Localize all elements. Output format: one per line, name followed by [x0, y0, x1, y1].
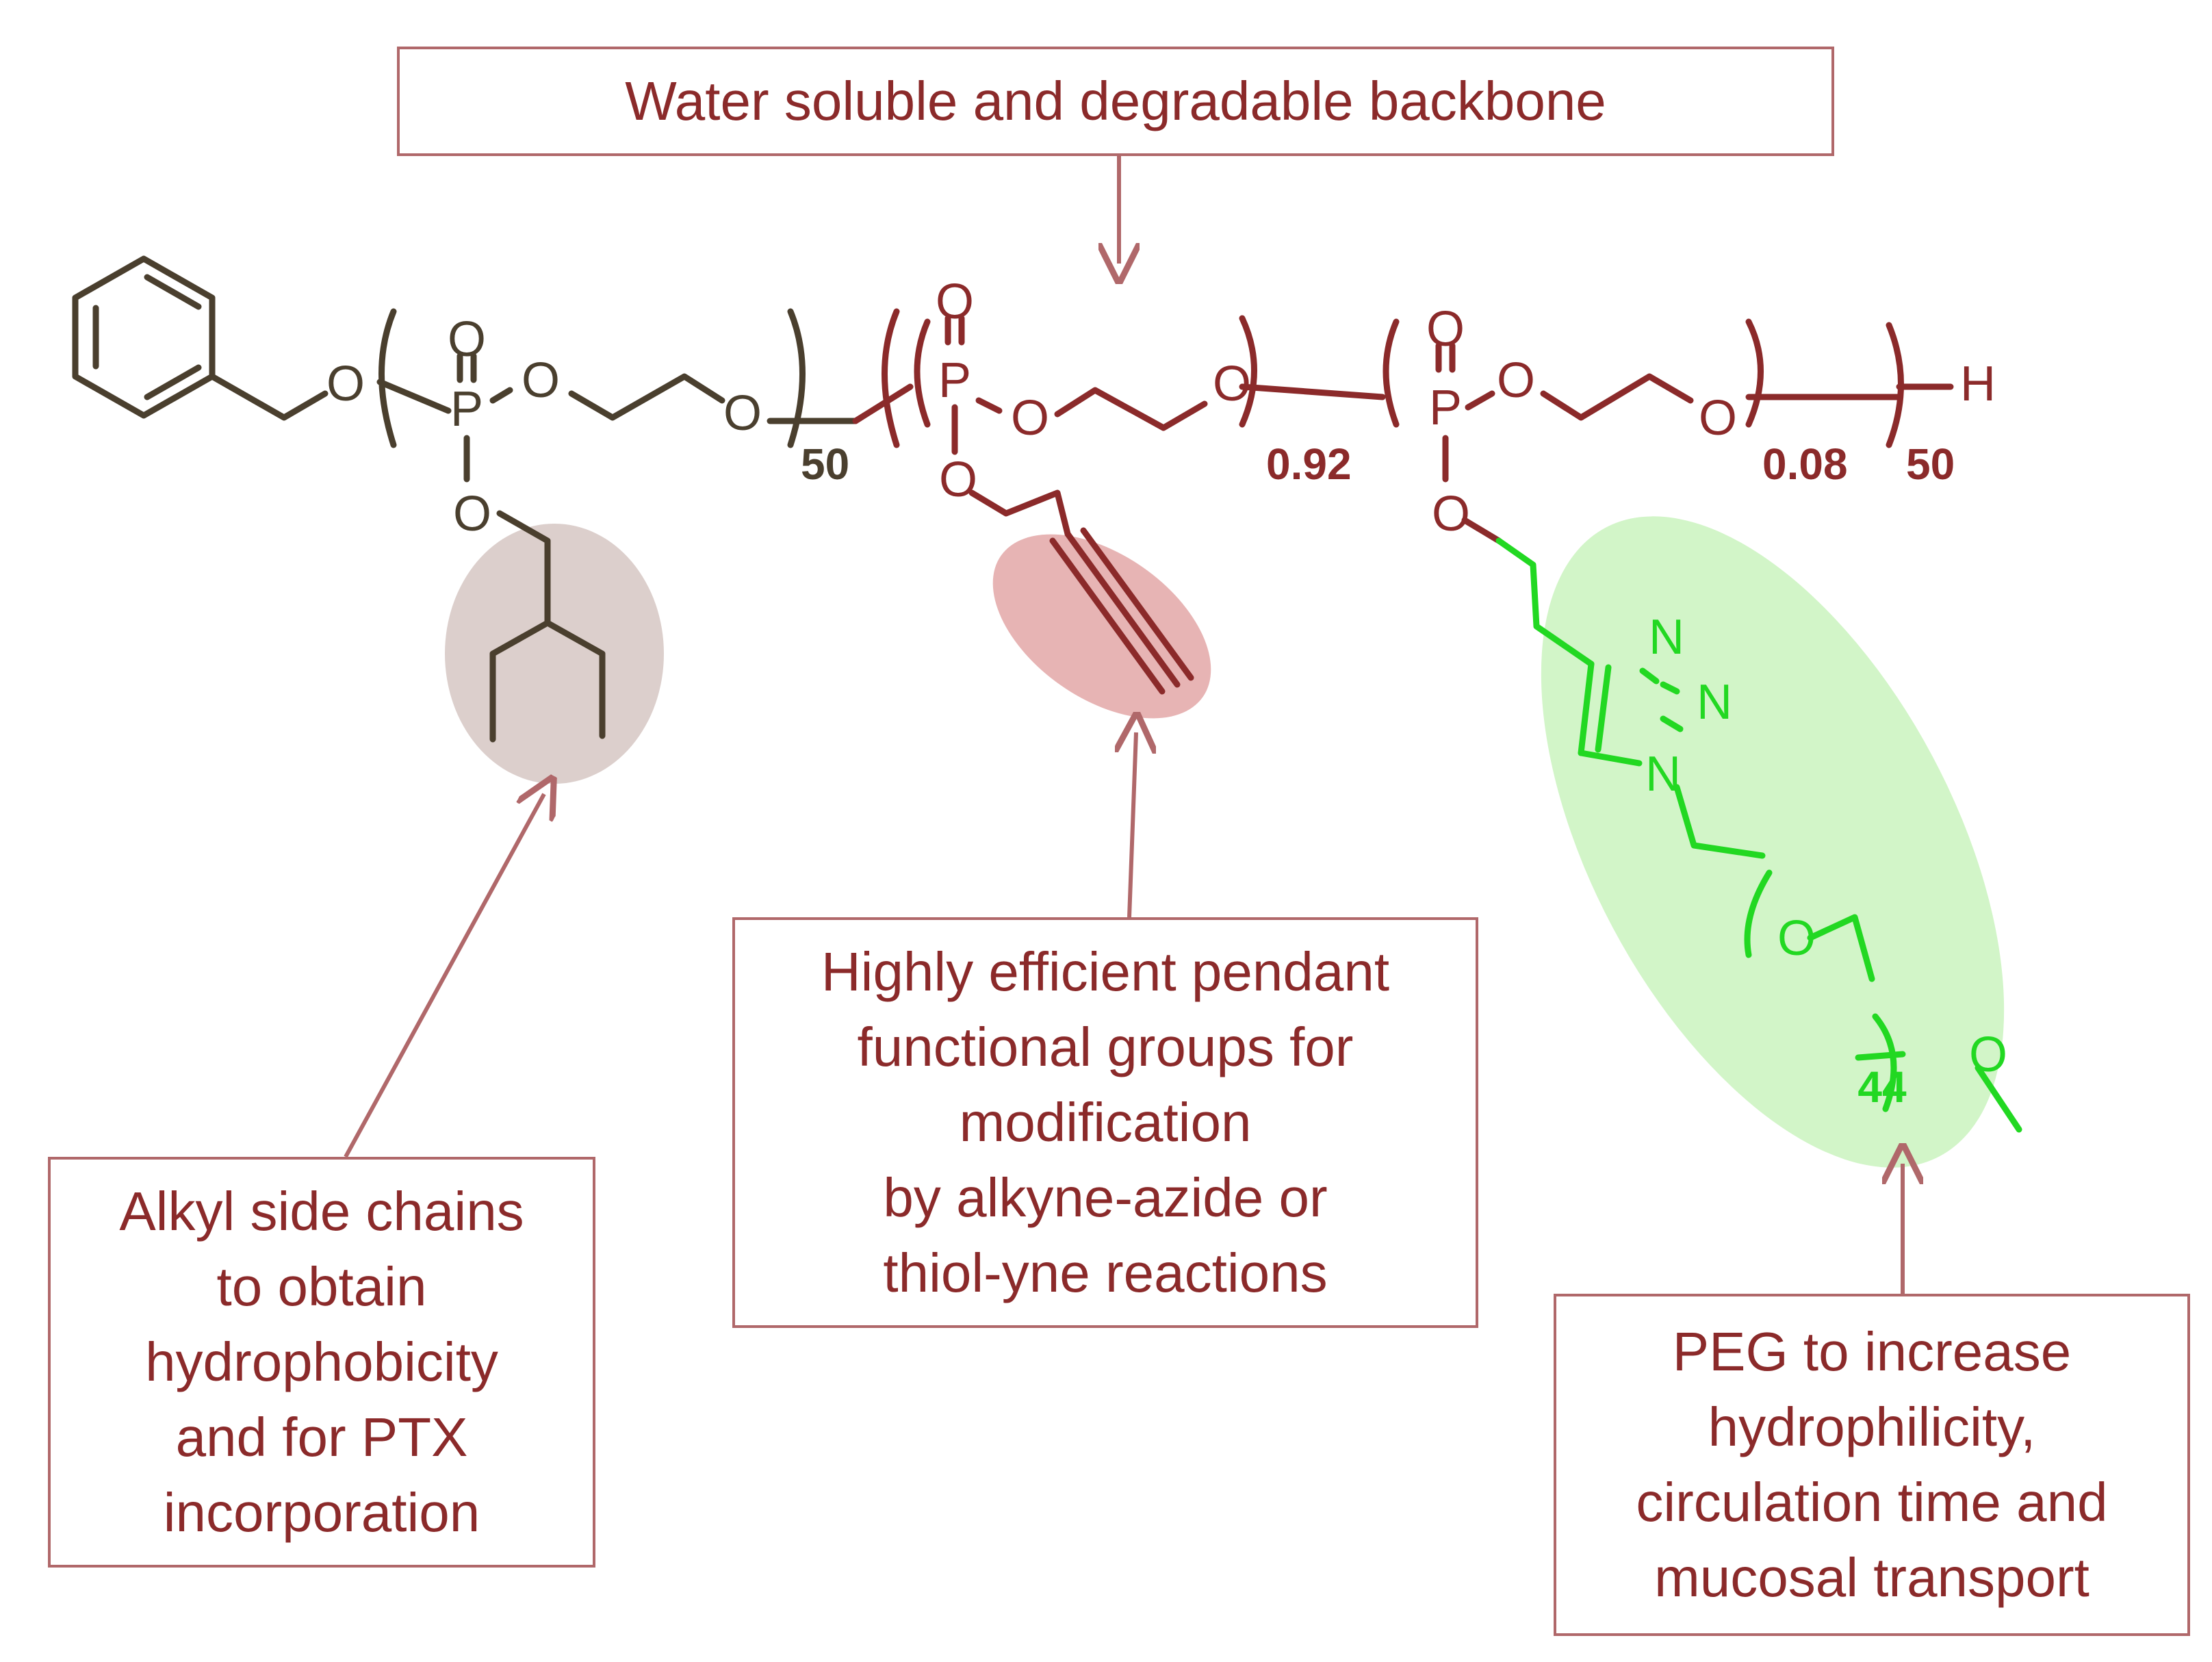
pendant-callout-line: modification: [959, 1092, 1252, 1153]
alkyne-highlight: [992, 534, 1211, 719]
alkyl-highlight: [445, 524, 664, 784]
pendant-callout-line: functional groups for: [857, 1017, 1354, 1077]
first-block: [72, 255, 859, 743]
arrow-down-icon-alkyl: [344, 794, 544, 1158]
atom-o-chain-3: O: [1497, 353, 1535, 408]
pendant-callout: Highly efficient pendant functional grou…: [732, 917, 1478, 1328]
peg-callout-line: hydrophilicity,: [1708, 1396, 2036, 1457]
atom-o-side-1: O: [453, 487, 491, 541]
atom-o-chain-2: O: [1011, 391, 1049, 446]
atom-o-side-2: O: [939, 452, 977, 507]
backbone-callout-line: Water soluble and degradable backbone: [625, 71, 1606, 131]
atom-p-2: P: [938, 353, 971, 408]
alkyl-callout: Alkyl side chains to obtain hydrophobici…: [48, 1157, 595, 1568]
atom-p-3: P: [1429, 381, 1462, 435]
subscript-x-alkyne: 0.92: [1266, 439, 1352, 489]
subscript-n-first: 50: [801, 439, 849, 489]
atom-p-1: P: [450, 382, 483, 437]
alkyl-callout-line: incorporation: [163, 1482, 480, 1543]
peg-callout-line: PEG to increase: [1672, 1321, 2072, 1382]
peg-callout-line: circulation time and: [1636, 1472, 2108, 1533]
peg-side-chain: [1495, 537, 2022, 1133]
peg-callout: PEG to increase hydrophilicity, circulat…: [1554, 1294, 2190, 1636]
peg-highlight: [1541, 516, 2005, 1168]
atom-h-terminal: H: [1960, 357, 1996, 411]
atom-o-end-1: O: [723, 386, 762, 441]
atom-n-2: N: [1697, 675, 1732, 730]
alkyl-callout-line: Alkyl side chains: [119, 1181, 524, 1242]
atom-o-double-3: O: [1426, 302, 1465, 357]
backbone-callout: Water soluble and degradable backbone: [397, 47, 1834, 156]
alkyl-callout-line: and for PTX: [175, 1407, 468, 1468]
benzene-ring-icon: [72, 255, 216, 419]
atom-o-double-1: O: [448, 312, 486, 367]
atom-o-peg-2: O: [1969, 1027, 2007, 1082]
atom-n-1: N: [1649, 610, 1684, 665]
pendant-callout-line: Highly efficient pendant: [821, 941, 1390, 1002]
atom-o-double-2: O: [936, 274, 974, 329]
backbone-block: [852, 308, 1954, 695]
atom-o-chain-1: O: [522, 353, 560, 408]
subscript-n-second: 50: [1906, 439, 1955, 489]
atom-o-side-3: O: [1432, 487, 1470, 541]
atom-o-benzyl: O: [326, 357, 365, 411]
pendant-callout-line: thiol-yne reactions: [883, 1242, 1328, 1303]
atom-o-end-2: O: [1213, 357, 1251, 411]
subscript-x-peg: 0.08: [1762, 439, 1848, 489]
subscript-n-peg: 44: [1857, 1062, 1907, 1112]
alkyl-callout-line: hydrophobicity: [145, 1331, 498, 1392]
atom-n-3: N: [1645, 747, 1681, 802]
atom-o-end-3: O: [1699, 391, 1737, 446]
atom-o-peg-1: O: [1777, 911, 1816, 966]
alkyl-callout-line: to obtain: [216, 1256, 427, 1317]
pendant-callout-line: by alkyne-azide or: [883, 1167, 1328, 1228]
arrow-down-icon-pendant: [1129, 732, 1136, 918]
peg-callout-line: mucosal transport: [1654, 1547, 2089, 1608]
